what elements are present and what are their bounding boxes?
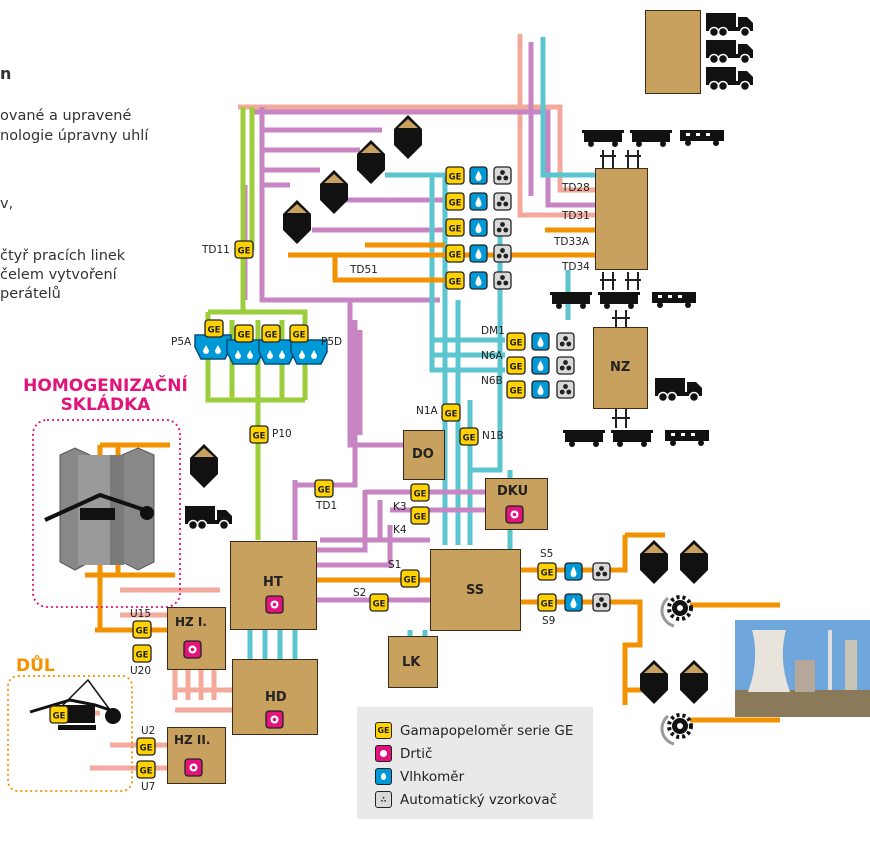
label-td34: TD34 xyxy=(562,261,590,273)
intro-line-5: čelem vytvoření xyxy=(0,266,117,285)
label-u20: U20 xyxy=(130,665,151,677)
label-p10: P10 xyxy=(272,428,292,440)
box-do-label: DO xyxy=(412,447,434,462)
area-title-homogenizacni: HOMOGENIZAČNÍ SKLÁDKA xyxy=(18,377,193,415)
box-hd-label: HD xyxy=(265,690,287,705)
label-s5: S5 xyxy=(540,548,553,560)
legend-label-sampler: Automatický vzorkovač xyxy=(400,792,557,808)
label-u15: U15 xyxy=(130,608,151,620)
box-hz2-label: HZ II. xyxy=(174,733,210,747)
label-u7: U7 xyxy=(141,781,155,793)
mine-excavator xyxy=(30,680,121,730)
box-truck-depot xyxy=(645,10,701,94)
label-p5a: P5A xyxy=(171,336,191,348)
legend-label-ge: Gamapopeloměr serie GE xyxy=(400,723,573,739)
label-n1a: N1A xyxy=(416,405,438,417)
box-ss-label: SS xyxy=(466,583,484,598)
label-p5d: P5D xyxy=(321,336,342,348)
label-n6a: N6A xyxy=(481,350,503,362)
intro-line-1: ované a upravené xyxy=(0,107,131,126)
box-hz1-label: HZ I. xyxy=(175,615,207,629)
box-dku-label: DKU xyxy=(497,484,528,499)
intro-line-2: nologie úpravny uhlí xyxy=(0,127,148,146)
label-n1b: N1B xyxy=(482,430,504,442)
legend-row-ge: GE Gamapopeloměr serie GE xyxy=(375,722,573,739)
label-dm1: DM1 xyxy=(481,325,505,337)
storage-piles xyxy=(45,448,154,570)
label-td51: TD51 xyxy=(350,264,378,276)
label-k3: K3 xyxy=(393,501,407,513)
box-ht-label: HT xyxy=(263,575,283,590)
sensor-rack-ss xyxy=(538,563,610,611)
legend-label-moisture: Vlhkoměr xyxy=(400,769,464,785)
legend-row-crusher: Drtič xyxy=(375,745,432,762)
legend: GE Gamapopeloměr serie GE Drtič Vlhkoměr… xyxy=(357,707,593,819)
legend-row-moisture: Vlhkoměr xyxy=(375,768,464,785)
sensor-rack-nz xyxy=(507,333,574,398)
area-title-dul: DŮL xyxy=(16,656,55,676)
area-title-line-2: SKLÁDKA xyxy=(18,396,193,415)
crusher-icon xyxy=(375,745,392,762)
label-n6b: N6B xyxy=(481,375,503,387)
label-s2: S2 xyxy=(353,587,366,599)
label-td11: TD11 xyxy=(202,244,230,256)
box-td-upper xyxy=(595,168,648,270)
intro-heading-fragment: n xyxy=(0,64,11,83)
label-u2: U2 xyxy=(141,725,155,737)
label-k4: K4 xyxy=(393,524,407,536)
power-plant-image xyxy=(735,620,870,717)
label-td28: TD28 xyxy=(562,182,590,194)
intro-line-4: čtyř pracích linek xyxy=(0,247,125,266)
sampler-icon: ∴ xyxy=(375,791,392,808)
moisture-drop-icon xyxy=(375,768,392,785)
legend-row-sampler: ∴ Automatický vzorkovač xyxy=(375,791,557,808)
label-td31: TD31 xyxy=(562,210,590,222)
intro-line-6: perátelů xyxy=(0,285,61,304)
area-title-line-1: HOMOGENIZAČNÍ xyxy=(18,377,193,396)
label-s9: S9 xyxy=(542,615,555,627)
legend-label-crusher: Drtič xyxy=(400,746,432,762)
box-lk-label: LK xyxy=(402,655,420,670)
intro-line-3: v, xyxy=(0,195,13,214)
label-td33a: TD33A xyxy=(554,236,589,248)
ge-icon: GE xyxy=(375,722,392,739)
box-nz-label: NZ xyxy=(610,360,630,375)
label-td1: TD1 xyxy=(316,500,337,512)
label-s1: S1 xyxy=(388,559,401,571)
